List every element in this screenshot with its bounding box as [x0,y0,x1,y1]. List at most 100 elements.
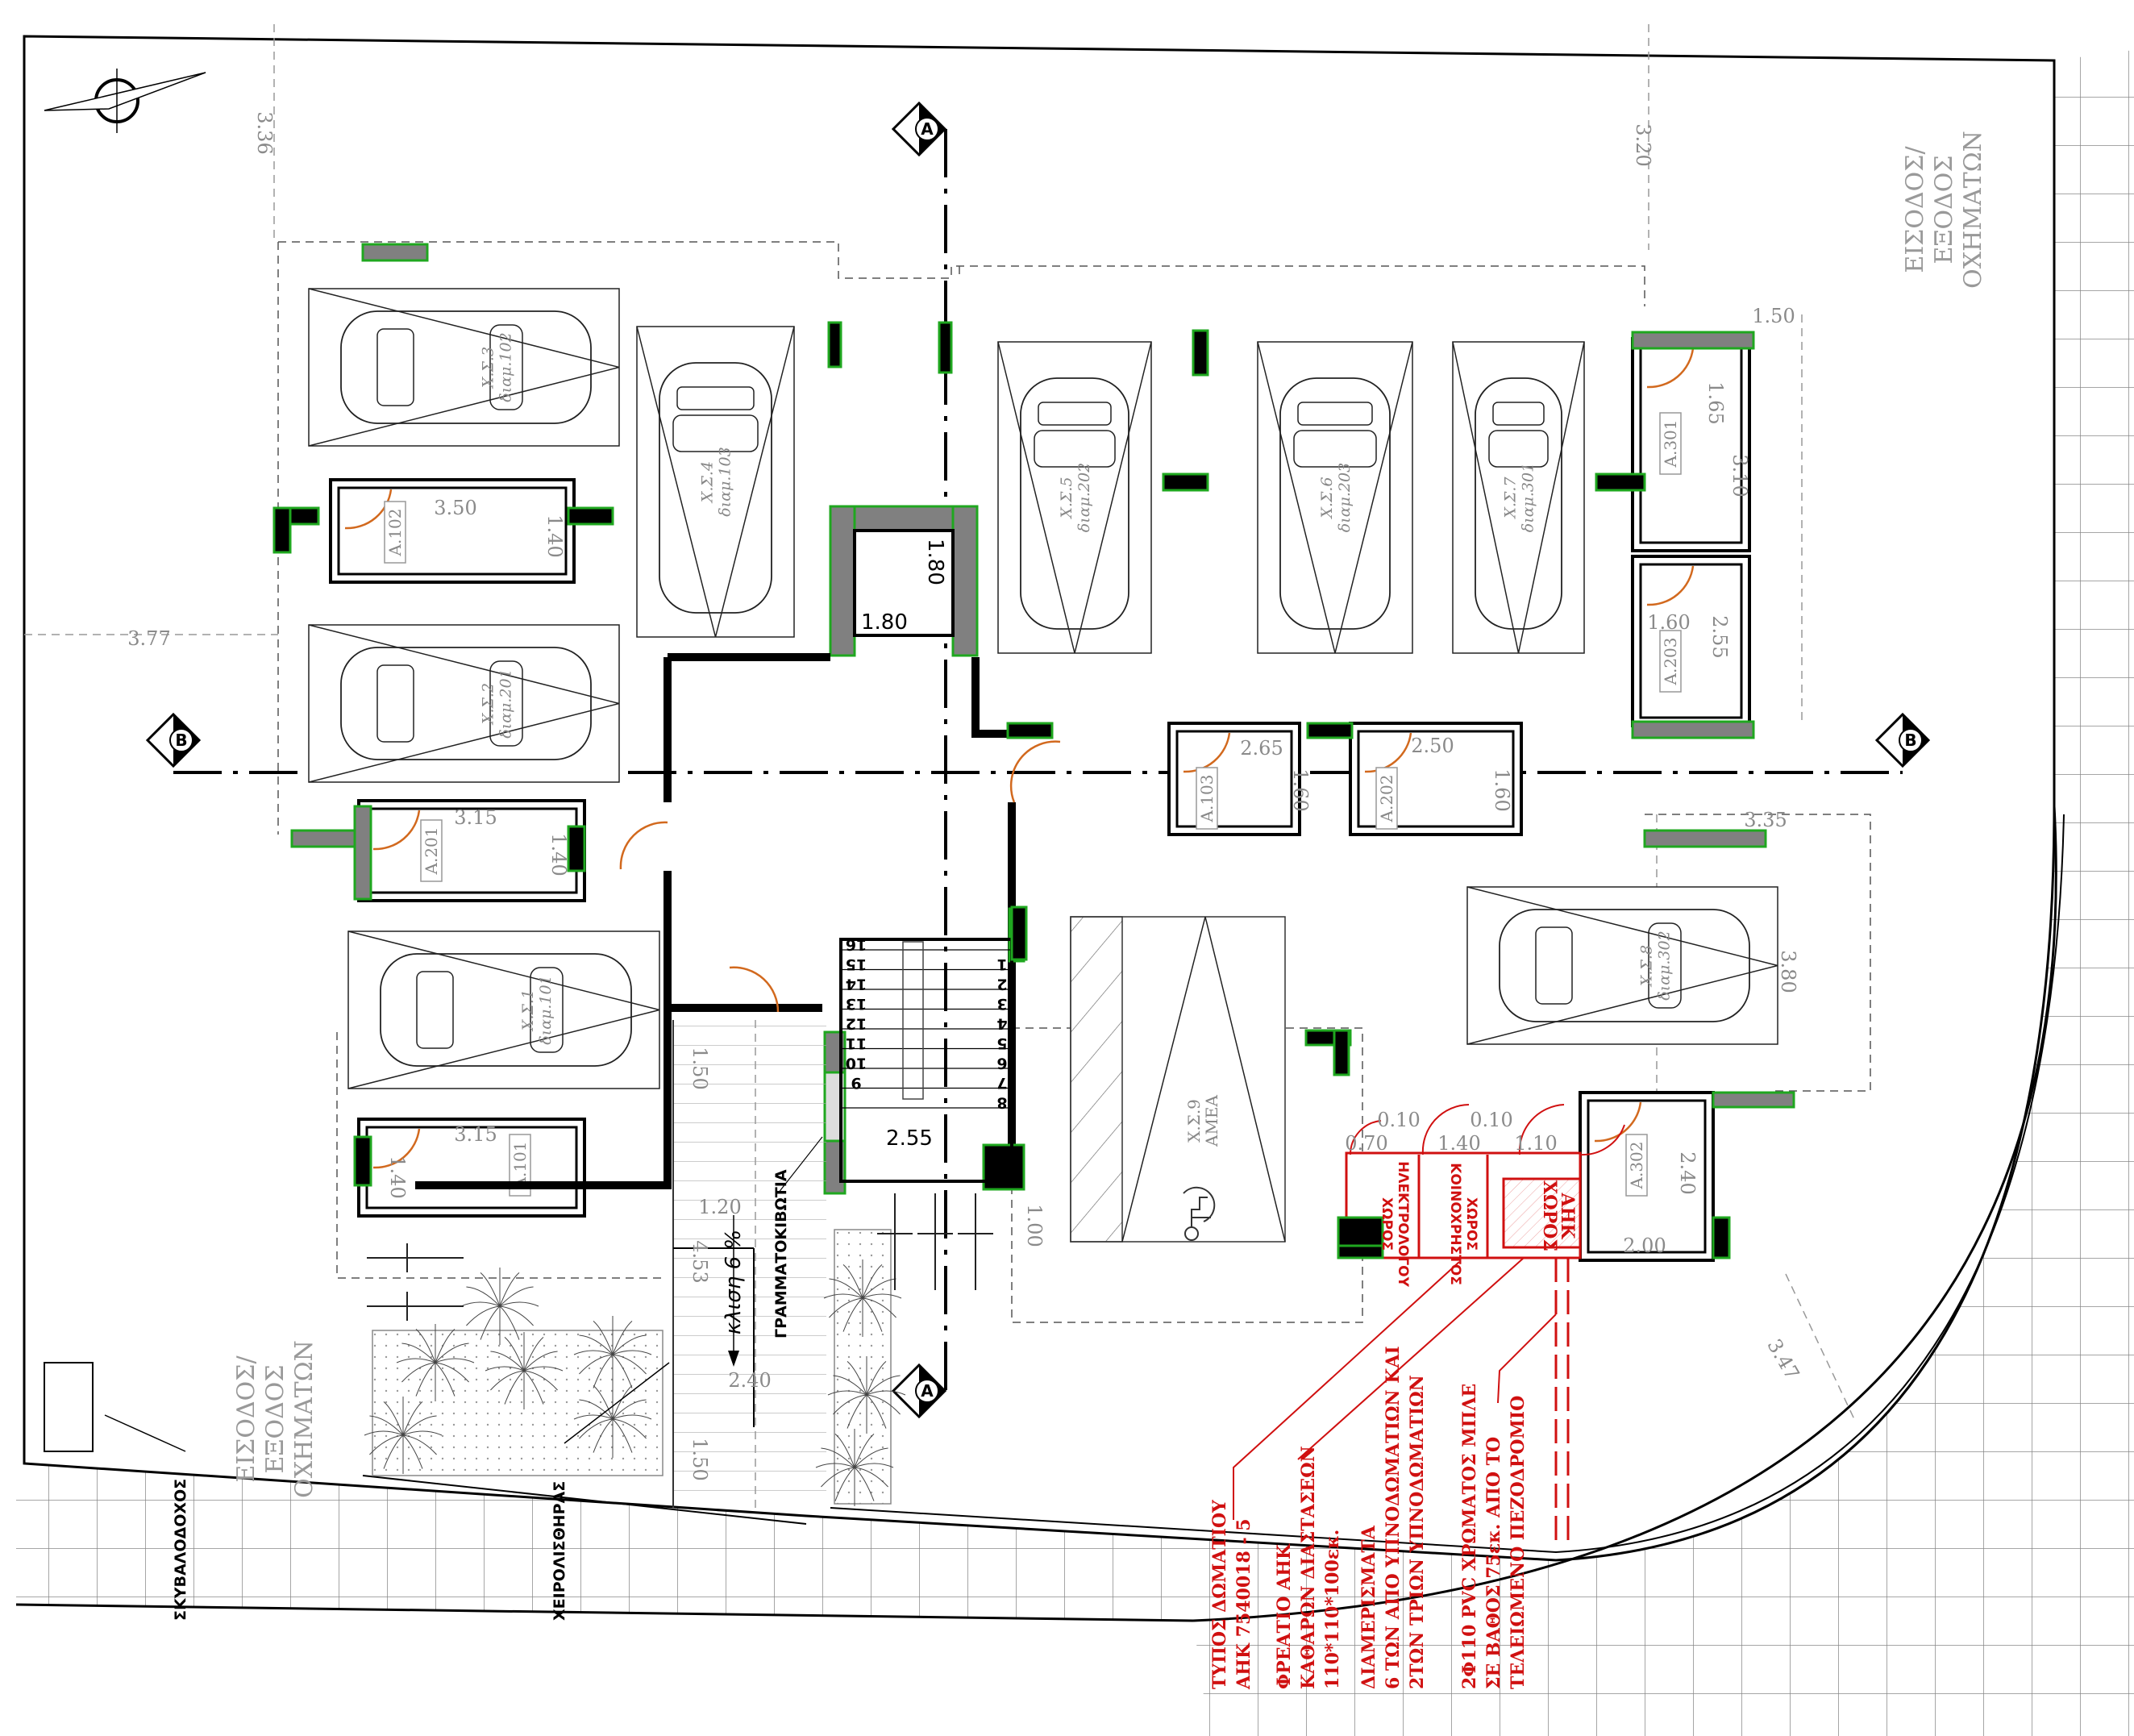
entrance-label: ΕΞΟΔΟΣ [1930,155,1958,264]
car-icon [340,647,592,760]
common-room-label: ΚΟΙΝΟΧΡΗΣΤΟΣ [1447,1163,1463,1285]
door-swing [1183,732,1231,773]
dimension-label: 2.65 [1240,737,1283,760]
dimension-label: 3.50 [434,497,476,519]
section-marker-letter: A [921,119,934,139]
plant-icon [485,1332,564,1409]
dimension-label: 1.60 [1491,768,1513,811]
refuse-leader [104,1414,186,1452]
step-number: 6 [996,1055,1007,1072]
dimension-label: 2.00 [1623,1234,1666,1257]
door-swing [1646,565,1695,606]
door-swing [1646,348,1695,389]
wall-column [1595,473,1646,492]
dimension-label: 1.60 [1647,611,1690,634]
parking-id: Χ.Σ.1 [519,989,537,1032]
dimension-label: 2.55 [1708,615,1731,658]
svg-text:ΚΟΙΝΟΧΡΗΣΤΟΣΧΩΡΟΣ: ΚΟΙΝΟΧΡΗΣΤΟΣΧΩΡΟΣ [1447,1163,1479,1285]
step-number: 12 [846,1015,867,1033]
handrail-label: ΧΕΙΡΟΛΙΣΘΗΡΑΣ [551,1481,568,1621]
svg-text:ΕΙΣΟΔΟΣ/ΕΞΟΔΟΣΟΧΗΜΑΤΩΝ: ΕΙΣΟΔΟΣ/ΕΞΟΔΟΣΟΧΗΜΑΤΩΝ [1901,131,1987,289]
parking-unit: διαμ.202 [1075,463,1093,532]
section-marker-letter: B [175,731,187,750]
dimension-label: 1.40 [386,1155,409,1198]
dimension-label: 1.20 [698,1196,741,1218]
sidewalk [16,50,2134,1736]
car-icon [1020,377,1129,630]
door-swing [619,740,1061,1013]
bicycle-icon [367,1243,464,1272]
step-number: 3 [996,995,1007,1013]
wall-column [1192,329,1209,377]
refuse-bin [44,1362,94,1452]
bicycle-icon [877,1193,913,1290]
entrance-label: ΕΞΟΔΟΣ [261,1364,289,1473]
parking-bay: Χ.Σ.3διαμ.102 [308,288,620,447]
step-number: 14 [846,976,867,993]
step-number: 4 [996,1015,1007,1033]
step-number: 16 [846,936,867,954]
dimension-label: 1.60 [1289,768,1312,811]
elevator-shaft: 1.80 1.80 [829,505,979,657]
ahk-room-label: ΧΩΡΟΣ [1539,1180,1560,1251]
storage-room: Α.202 [1349,722,1523,836]
annotation-note-line: ΑΗΚ 7540018 - 5 [1233,1518,1254,1690]
parking-unit: διαμ.201 [497,668,515,738]
step-number: 9 [851,1074,861,1092]
svg-text:Χ.Σ.3διαμ.102: Χ.Σ.3διαμ.102 [480,332,515,402]
step-number: 1 [996,955,1007,973]
kerb-line [15,806,2057,1622]
plant-icon [815,1429,894,1506]
wall-column [1643,829,1767,848]
svg-text:Χ.Σ.7διαμ.301: Χ.Σ.7διαμ.301 [1502,463,1537,532]
car-icon [1499,909,1750,1022]
bicycle-icon [917,1193,953,1290]
dimension-label: 3.80 [1777,950,1799,993]
wall-column [1712,1091,1795,1109]
note-leaders [1233,1257,1557,1520]
annotation-note-line: 110*110*100εκ. [1322,1530,1343,1689]
room-label: Α.203 [1661,638,1680,686]
reference-lines [24,24,1855,1420]
stair-width: 2.55 [886,1126,933,1151]
step-number: 8 [996,1094,1007,1112]
ahk-room-label: ΑΗΚ [1557,1193,1578,1240]
car-icon [380,953,632,1067]
dimension-label: 0.70 [1345,1132,1387,1155]
handrail-leader [564,1362,670,1444]
storage-room: Α.301 [1631,337,1751,552]
door-swing [372,810,421,851]
building-outline [277,241,1645,835]
room-label: Α.102 [385,509,405,557]
step-number: 7 [996,1074,1007,1092]
dimension-label: 3.20 [1632,123,1654,166]
storage-room: Α.203 [1631,555,1751,727]
svg-text:Χ.Σ.9ΑΜΕΑ: Χ.Σ.9ΑΜΕΑ [1184,1094,1221,1147]
step-number: 11 [846,1035,867,1052]
north-arrow-icon [44,69,206,133]
wall-column [353,805,372,901]
parking-id: Χ.Σ.7 [1502,477,1520,520]
bicycle-icon [958,1193,993,1290]
wall-column [1631,720,1755,739]
section-marker-letter: A [921,1381,934,1401]
plant-icon [827,1356,906,1434]
wall-column [361,243,429,262]
dimension-label: 3.36 [253,111,276,154]
annotation-note-line: ΔΙΑΜΕΡΙΣΜΑΤΑ [1358,1525,1379,1689]
parking-id: Χ.Σ.8 [1638,945,1656,988]
parking-bay: Χ.Σ.4διαμ.103 [636,326,795,638]
step-number: 5 [996,1035,1007,1052]
bicycle-icon [367,1292,464,1321]
annotation-note-line: 2ΤΩΝ ΤΡΙΩΝ ΥΠΝΟΔΩΜΑΤΙΩΝ [1407,1375,1428,1689]
room-label: Α.201 [422,827,441,876]
svg-text:ΕΙΣΟΔΟΣ/ΕΞΟΔΟΣΟΧΗΜΑΤΩΝ: ΕΙΣΟΔΟΣ/ΕΞΟΔΟΣΟΧΗΜΑΤΩΝ [232,1340,318,1498]
parking-unit: διαμ.102 [497,332,515,402]
wall-column [1333,1029,1350,1076]
wall-column [1006,722,1054,739]
svg-text:Χ.Σ.4διαμ.103: Χ.Σ.4διαμ.103 [699,447,734,516]
svg-text:Χ.Σ.5διαμ.202: Χ.Σ.5διαμ.202 [1058,463,1093,532]
